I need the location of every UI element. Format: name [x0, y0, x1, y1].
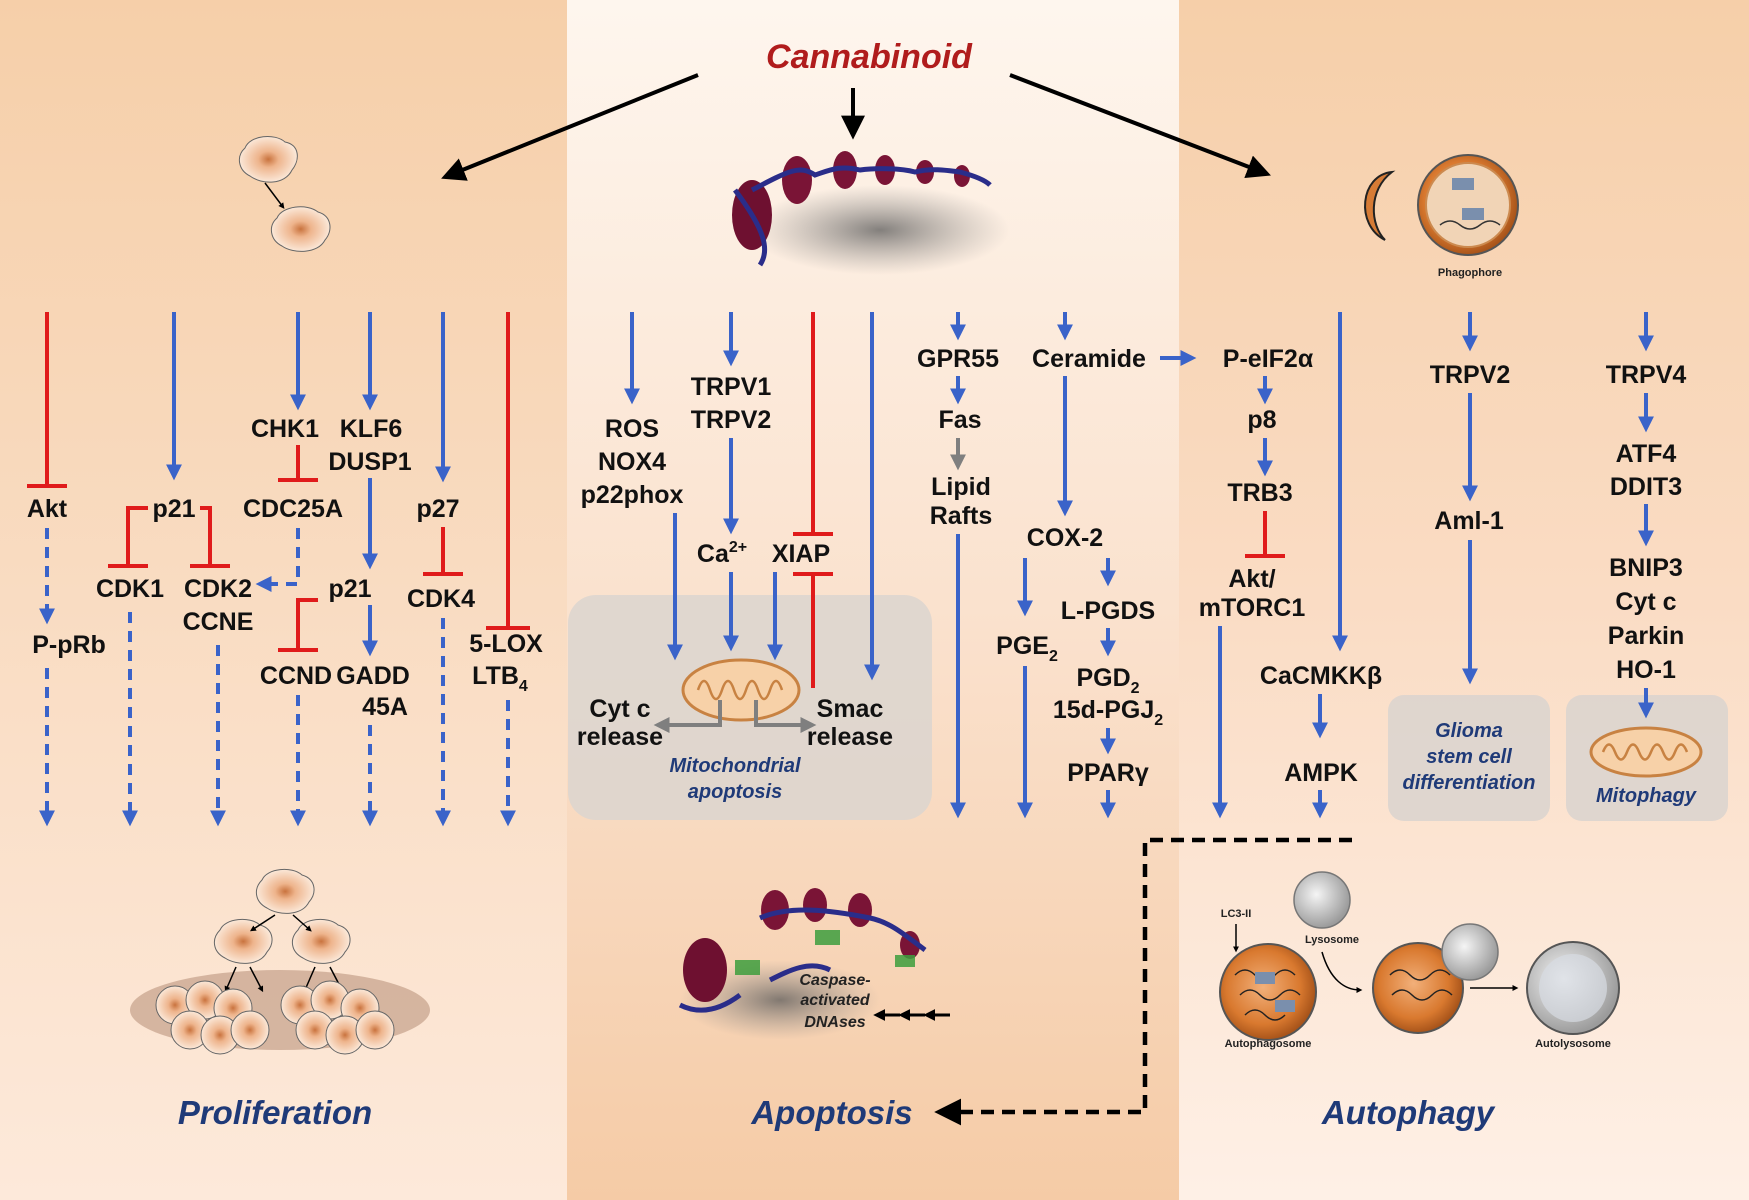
- fas-label: Fas: [938, 406, 981, 434]
- trpv1-label: TRPV1: [691, 373, 772, 401]
- autolysosome-label: Autolysosome: [1535, 1038, 1611, 1050]
- smac-release-label-2: release: [807, 723, 893, 751]
- autophagy-to-apoptosis-arrow: [934, 837, 1352, 1126]
- p8-label: p8: [1247, 406, 1276, 434]
- proliferation-pathways: Akt P-pRb p21 CDK1 CDK2 CCNE CHK1 CDC25A…: [27, 312, 543, 827]
- cdk2-label: CDK2: [184, 575, 252, 603]
- peif2a-label: P-eIF2α: [1223, 345, 1314, 373]
- ltb4-label: LTB4: [472, 662, 528, 695]
- ceramide-label: Ceramide: [1032, 345, 1146, 373]
- xiap-label: XIAP: [772, 540, 830, 568]
- autophagy-title: Autophagy: [1321, 1094, 1496, 1131]
- apoptosis-title: Apoptosis: [750, 1094, 912, 1131]
- mitophagy-label: Mitophagy: [1596, 785, 1697, 807]
- autophagy-vesicles-icon: LC3-II Autophagosome Lysosome Autolysoso…: [1219, 871, 1620, 1050]
- p21-right-label: p21: [328, 575, 371, 603]
- trpv2-apop-label: TRPV2: [691, 406, 772, 434]
- ampk-label: AMPK: [1284, 759, 1358, 787]
- ddit3-label: DDIT3: [1610, 473, 1682, 501]
- trpv2-auto-label: TRPV2: [1430, 361, 1511, 389]
- pgj2-label: 15d-PGJ2: [1053, 696, 1163, 729]
- lox-label: 5-LOX: [469, 630, 543, 658]
- arrow-to-autophagy: [1009, 73, 1271, 179]
- glioma-label-3: differentiation: [1403, 772, 1536, 794]
- pge2-label: PGE2: [996, 632, 1058, 665]
- lysosome-label: Lysosome: [1305, 934, 1359, 946]
- dnases-label-1: Caspase-: [799, 972, 870, 989]
- ho1-label: HO-1: [1616, 656, 1676, 684]
- bnip3-label: BNIP3: [1609, 554, 1683, 582]
- cox2-label: COX-2: [1027, 524, 1103, 552]
- ccnd-label: CCND: [260, 662, 332, 690]
- aml1-label: Aml-1: [1434, 507, 1504, 535]
- atf4-label: ATF4: [1616, 440, 1677, 468]
- akt-label: Akt: [27, 495, 68, 523]
- glioma-box: [1388, 695, 1550, 821]
- gpr55-label: GPR55: [917, 345, 999, 373]
- chk1-label: CHK1: [251, 415, 319, 443]
- phagophore-label: Phagophore: [1438, 267, 1502, 279]
- dusp1-label: DUSP1: [328, 448, 411, 476]
- camkk-label: CaCMKKβ: [1260, 662, 1382, 690]
- gadd-45a-label: 45A: [362, 693, 408, 721]
- akt-mtorc1-label-1: Akt/: [1228, 565, 1275, 593]
- parkin-label: Parkin: [1608, 622, 1684, 650]
- p21-left-label: p21: [152, 495, 195, 523]
- smac-release-label-1: Smac: [817, 695, 884, 723]
- lc3-label: LC3-II: [1221, 908, 1252, 920]
- ca-label: Ca2+: [697, 539, 747, 568]
- mitochondrion-icon: [681, 658, 801, 722]
- apoptosis-pathways: ROS NOX4 p22phox TRPV1 TRPV2 Ca2+ XIAP C…: [577, 312, 1197, 819]
- trb3-label: TRB3: [1227, 479, 1292, 507]
- chromatin-icon: [732, 151, 1010, 275]
- proliferation-title: Proliferation: [178, 1094, 372, 1131]
- top-cells-icon: [238, 136, 331, 252]
- diagram-title: Cannabinoid: [766, 38, 973, 76]
- lpgds-label: L-PGDS: [1061, 597, 1155, 625]
- p-prb-label: P-pRb: [32, 631, 106, 659]
- cdc25a-label: CDC25A: [243, 495, 343, 523]
- mito-apoptosis-label-1: Mitochondrial: [669, 755, 801, 777]
- arrow-to-proliferation: [441, 73, 699, 181]
- glioma-label-1: Glioma: [1435, 720, 1503, 742]
- trpv4-label: TRPV4: [1606, 361, 1687, 389]
- ppar-label: PPARγ: [1067, 759, 1149, 787]
- nox4-label: NOX4: [598, 448, 666, 476]
- phagophore-icon: [1364, 154, 1519, 256]
- dnases-label-2: activated: [800, 992, 871, 1009]
- rafts-label: Rafts: [930, 502, 993, 530]
- lipid-label: Lipid: [931, 473, 991, 501]
- cytc-release-label-2: release: [577, 723, 663, 751]
- cdk1-label: CDK1: [96, 575, 164, 603]
- mitophagy-mitochondrion-icon: [1589, 726, 1703, 778]
- cytc-auto-label: Cyt c: [1615, 588, 1676, 616]
- akt-mtorc1-label-2: mTORC1: [1199, 594, 1306, 622]
- proliferating-cells-icon: [130, 868, 430, 1055]
- mito-apoptosis-label-2: apoptosis: [688, 781, 782, 803]
- fragmented-chromatin-icon: [678, 888, 927, 1040]
- cytc-release-label-1: Cyt c: [589, 695, 650, 723]
- gadd-label: GADD: [336, 662, 410, 690]
- klf6-label: KLF6: [340, 415, 403, 443]
- cdk4-label: CDK4: [407, 585, 475, 613]
- p22phox-label: p22phox: [581, 481, 684, 509]
- dnases-label-3: DNAses: [804, 1014, 865, 1031]
- ccne-label: CCNE: [183, 608, 254, 636]
- autophagosome-label: Autophagosome: [1225, 1038, 1312, 1050]
- glioma-label-2: stem cell: [1426, 746, 1512, 768]
- p27-label: p27: [416, 495, 459, 523]
- pgd2-label: PGD2: [1076, 664, 1139, 697]
- autophagy-pathways: P-eIF2α p8 TRB3 Akt/ mTORC1 CaCMKKβ AMPK…: [1199, 312, 1703, 819]
- ros-label: ROS: [605, 415, 659, 443]
